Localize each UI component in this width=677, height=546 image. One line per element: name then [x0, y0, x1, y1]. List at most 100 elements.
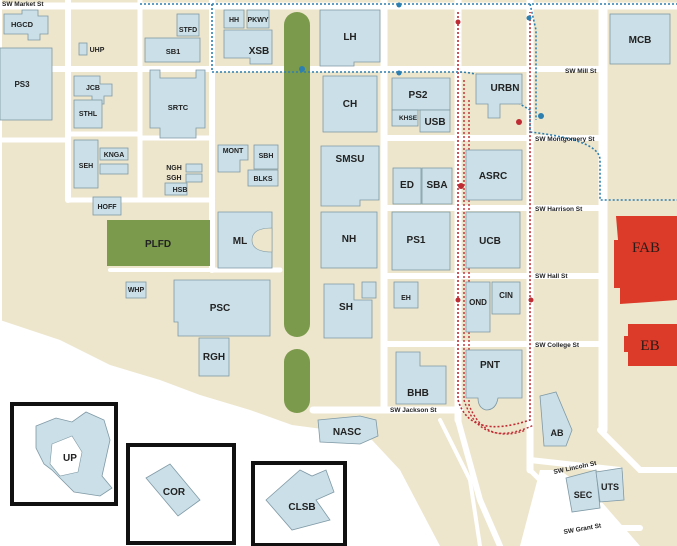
- label-seh: SEH: [79, 163, 93, 170]
- building-plfd[interactable]: [107, 220, 210, 266]
- building-xsb[interactable]: [223, 29, 273, 65]
- building-ab[interactable]: [539, 391, 573, 447]
- building-uhp[interactable]: [78, 42, 88, 56]
- building-asrc[interactable]: [465, 149, 523, 201]
- label-cin: CIN: [499, 291, 513, 300]
- building-ed[interactable]: [392, 167, 422, 205]
- building-pkwy[interactable]: [246, 9, 270, 29]
- building-uts[interactable]: [595, 467, 625, 503]
- label-hgcd: HGCD: [11, 20, 34, 29]
- stop-marker[interactable]: [526, 15, 532, 21]
- stop-marker[interactable]: [299, 66, 305, 72]
- label-mcb: MCB: [629, 35, 652, 46]
- building-sgh[interactable]: [185, 173, 203, 183]
- building-blks[interactable]: [247, 169, 279, 187]
- road: [455, 417, 503, 546]
- building-sbh[interactable]: [253, 144, 279, 170]
- building-sba[interactable]: [421, 167, 453, 205]
- stop-marker[interactable]: [458, 183, 464, 189]
- transit-line: [140, 3, 677, 201]
- building-ps1[interactable]: [391, 211, 451, 271]
- label-ps1: PS1: [407, 235, 426, 246]
- street-label-harrison: SW Harrison St: [535, 206, 583, 213]
- building-sec[interactable]: [565, 469, 601, 513]
- label-sba: SBA: [426, 180, 447, 191]
- label-cor: COR: [163, 487, 186, 498]
- building-usb[interactable]: [419, 109, 451, 133]
- building-nh[interactable]: [320, 211, 378, 269]
- label-sbh: SBH: [259, 153, 274, 160]
- building-fab[interactable]: [614, 216, 677, 304]
- label-sb1: SB1: [166, 47, 181, 56]
- stop-marker[interactable]: [396, 70, 402, 76]
- building-mcb[interactable]: [609, 13, 671, 65]
- building-clsb[interactable]: [265, 469, 335, 531]
- building-sh-annex[interactable]: [361, 281, 377, 299]
- building-stfd[interactable]: [176, 13, 200, 37]
- label-hoff: HOFF: [97, 204, 117, 211]
- label-jcb: JCB: [86, 85, 100, 92]
- label-usb: USB: [424, 117, 445, 128]
- label-blks: BLKS: [253, 176, 272, 183]
- building-sthl[interactable]: [73, 99, 103, 129]
- building-rgh[interactable]: [198, 337, 230, 377]
- label-khse: KHSE: [399, 115, 418, 122]
- building-khse[interactable]: [391, 109, 419, 127]
- building-hoff[interactable]: [92, 196, 122, 216]
- building-sh[interactable]: [323, 283, 373, 339]
- building-knga[interactable]: [99, 147, 129, 161]
- label-ab: AB: [551, 428, 564, 438]
- label-ch: CH: [343, 99, 357, 110]
- building-srtc[interactable]: [149, 69, 206, 139]
- building-ml-notch: [251, 227, 273, 253]
- building-whp[interactable]: [125, 281, 147, 299]
- label-rgh: RGH: [203, 352, 225, 363]
- building-urbn[interactable]: [475, 73, 523, 119]
- building-ngh[interactable]: [185, 163, 203, 173]
- stop-marker[interactable]: [528, 297, 534, 303]
- building-eb[interactable]: [624, 324, 677, 366]
- building-nasc[interactable]: [317, 415, 379, 445]
- label-ond: OND: [469, 298, 487, 307]
- building-hgcd[interactable]: [3, 9, 49, 41]
- building-jcb[interactable]: [73, 75, 113, 105]
- stop-marker[interactable]: [516, 119, 522, 125]
- building-ch[interactable]: [322, 75, 378, 133]
- label-sgh: SGH: [166, 175, 181, 182]
- park-blocks-south: [284, 349, 310, 413]
- building-lh[interactable]: [319, 9, 381, 67]
- inset-frames: [10, 402, 347, 546]
- stop-marker[interactable]: [396, 2, 402, 8]
- building-psc[interactable]: [173, 279, 271, 337]
- street-label-montgomery: SW Montgomery St: [535, 136, 595, 143]
- building-ps3[interactable]: [0, 47, 53, 121]
- label-clsb: CLSB: [288, 502, 315, 513]
- building-ucb[interactable]: [465, 211, 521, 269]
- label-ml: ML: [233, 236, 247, 247]
- label-stfd: STFD: [179, 27, 197, 34]
- label-eb: EB: [640, 338, 659, 354]
- building-cor[interactable]: [145, 463, 201, 517]
- stop-marker[interactable]: [538, 113, 544, 119]
- label-up: UP: [63, 453, 77, 464]
- building-eh[interactable]: [393, 281, 419, 309]
- building-smsu[interactable]: [320, 145, 380, 207]
- building-knga-annex[interactable]: [99, 163, 129, 175]
- label-fab: FAB: [632, 240, 660, 256]
- building-hsb[interactable]: [164, 182, 188, 196]
- label-uhp: UHP: [90, 47, 105, 54]
- building-ond[interactable]: [465, 281, 491, 333]
- building-hh[interactable]: [223, 9, 245, 29]
- stop-marker[interactable]: [455, 19, 461, 25]
- label-sthl: STHL: [79, 111, 98, 118]
- building-ml[interactable]: [217, 211, 273, 269]
- building-mont[interactable]: [217, 144, 249, 173]
- building-up-courtyard: [49, 435, 83, 477]
- label-urbn: URBN: [491, 83, 520, 94]
- building-bhb[interactable]: [395, 351, 447, 405]
- building-pnt[interactable]: [465, 349, 523, 411]
- building-sb1[interactable]: [144, 37, 201, 63]
- building-seh[interactable]: [73, 139, 99, 189]
- building-cin[interactable]: [491, 281, 521, 315]
- stop-marker[interactable]: [455, 297, 461, 303]
